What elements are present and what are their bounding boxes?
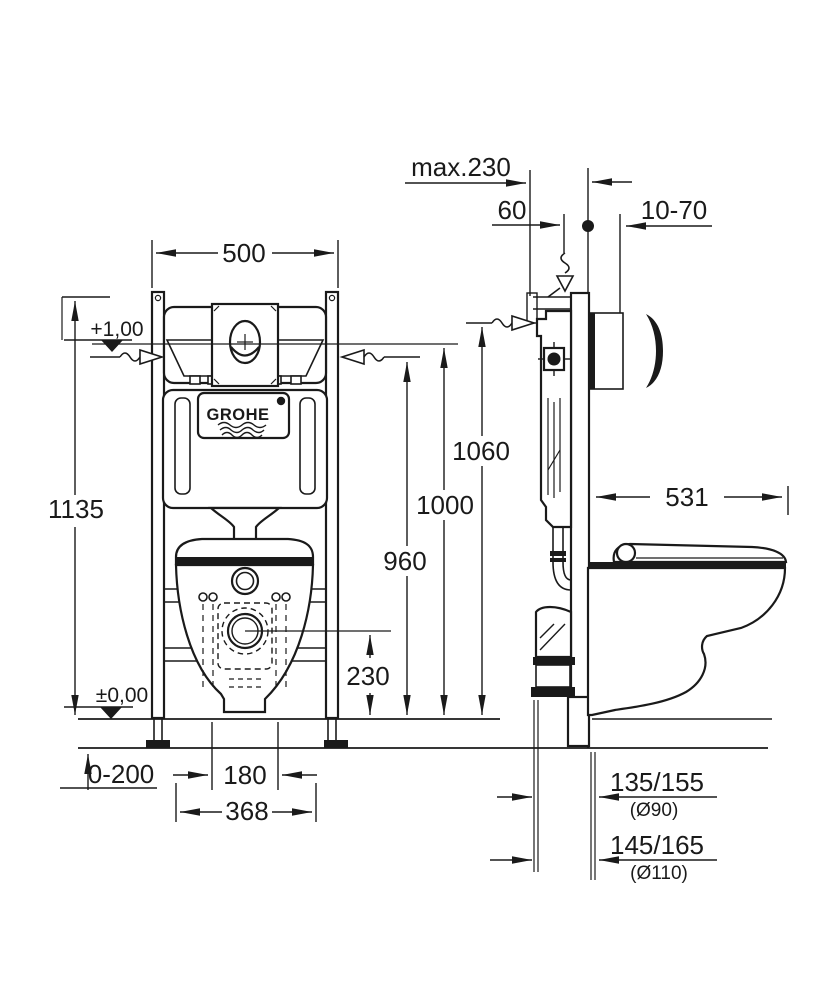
steam-arrow-icon [555,275,575,293]
break-arrow-icon [511,314,537,332]
drain-pipe-90-label: (Ø90) [630,800,679,821]
logo-dot-icon [276,396,286,406]
grohe-logo: GROHE [196,391,291,440]
side-view [526,287,788,748]
service-dot-icon [547,352,561,366]
floor-level-label: ±0,00 [96,684,148,707]
drain-pipe-110-label: (Ø110) [630,863,688,884]
frame-feet [146,718,348,748]
dim-finish-range: 10-70 [619,195,712,313]
floor-buildup-label: 0-200 [88,759,155,789]
break-arrow-icon [139,348,165,366]
toilet-bowl-front-view [174,537,391,714]
seat-hinge-icon [615,542,637,564]
outlet-spacing-label: 180 [223,760,266,790]
grohe-logo-text: GROHE [206,406,269,424]
flush-pipe-side [550,527,572,591]
break-arrow-right [339,348,420,366]
frame-height-label: 1135 [48,494,104,524]
break-arrow-icon [339,348,365,366]
dim-max-wall-offset: max.230 [405,152,632,296]
bowl-depth-label: 531 [665,482,708,512]
fixing-bolt-icon [271,592,281,602]
actuation-arrow [555,252,575,293]
dim-frame-width: 500 [151,238,339,288]
steam-squiggle-icon [560,252,570,274]
fixing-bolt-icon [208,592,218,602]
dim-height-1060: 1060 [452,322,510,715]
height-1060-label: 1060 [452,436,510,466]
fixing-spacing-label: 368 [225,796,268,826]
flush-opening-icon [228,319,262,365]
wall-profile [569,291,591,707]
dim-bowl-depth: 531 [596,482,789,515]
frame-to-center-label: 60 [498,195,527,225]
upper-level-label: +1,00 [90,318,143,341]
max-wall-offset-label: max.230 [411,152,511,182]
dim-frame-height: 1135 [48,296,110,715]
dim-floor-buildup: 0-200 [60,754,157,790]
flush-plate [589,312,624,390]
rail-bolt-icon [328,294,336,302]
fixing-bolt-icon [198,592,208,602]
cistern: GROHE [161,302,329,570]
outlet-height-label: 230 [346,661,389,691]
dim-drain-90: 135/155 (Ø90) [497,767,717,821]
finish-range-label: 10-70 [641,195,708,225]
level-marker-upper: +1,00 [61,297,458,352]
logo-waves-icon [217,421,267,429]
drain-extension-lines [533,700,596,880]
dim-fixing-spacing: 368 [175,783,317,826]
dim-drain-110: 145/165 (Ø110) [490,830,717,884]
drain-offset-90-label: 135/155 [610,767,704,797]
level-triangle-icon [101,340,123,352]
seat-rim-band [588,562,786,568]
cistern-side-profile [535,309,573,529]
break-arrow-side [491,314,537,332]
floor-lines [78,718,772,749]
break-arrow-left [90,348,165,366]
flush-button [646,314,663,388]
level-marker-floor: ±0,00 [64,684,148,719]
drain-offset-110-label: 145/165 [610,830,704,860]
rail-bolt-icon [154,294,162,302]
dim-height-960: 960 [383,362,427,715]
toilet-bowl-side-view [586,566,787,717]
frame-width-label: 500 [222,238,265,268]
dim-frame-to-center: 60 [492,195,565,253]
drain-elbow [531,605,591,748]
dim-height-1000: 1000 [416,348,474,715]
inlet-connection-icon [230,566,260,596]
height-1000-label: 1000 [416,490,474,520]
flush-actuation-box [210,302,280,388]
dim-outlet-spacing: 180 [173,722,317,790]
toilet-seat [612,542,788,564]
height-960-label: 960 [383,546,426,576]
dim-outlet-height: 230 [346,635,390,715]
front-view: GROHE [146,290,391,748]
level-triangle-icon [100,707,122,719]
fixing-bolt-icon [281,592,291,602]
